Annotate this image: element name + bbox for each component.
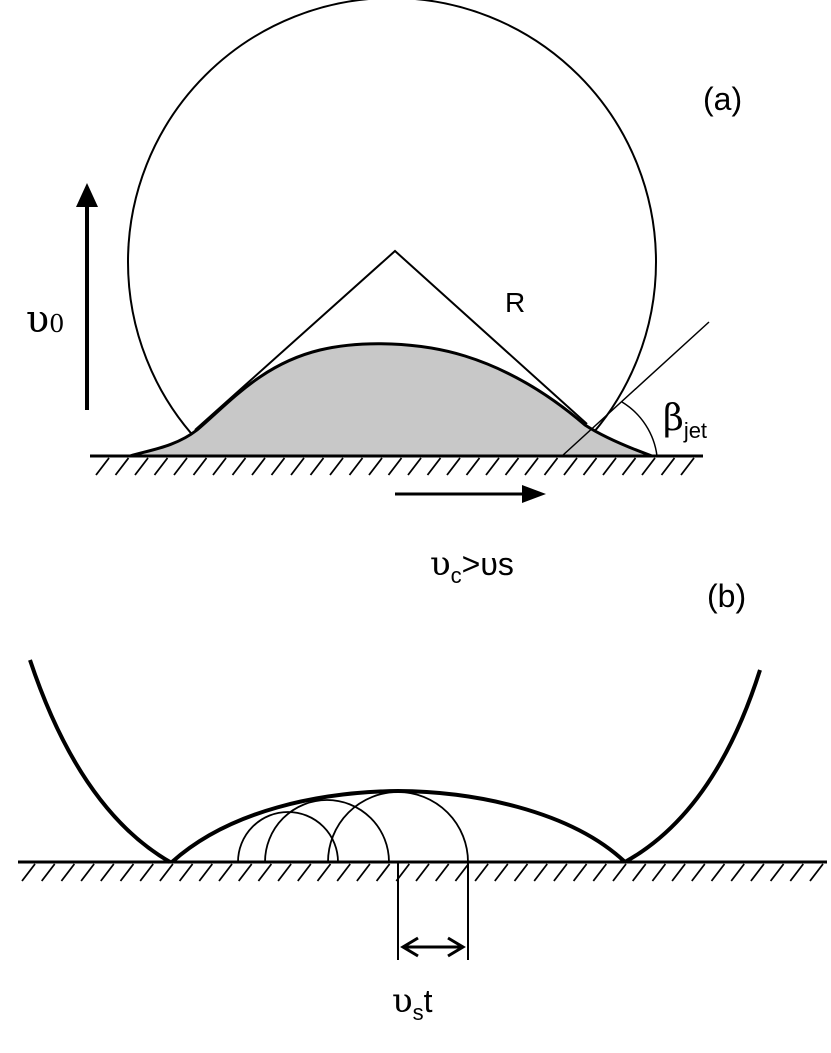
right-wall-curve [624,669,762,864]
substrate-hatch-mark [446,457,461,476]
substrate-hatch-mark [592,863,608,882]
substrate-hatch-mark [524,457,539,476]
substrate-hatch-mark [159,863,174,882]
substrate-hatch-mark [178,863,194,882]
vst-arrowhead-left-icon [400,936,419,958]
substrate-hatch-mark [602,457,617,476]
substrate-hatch-mark [114,457,130,476]
substrate-hatch-mark [415,863,430,882]
panel-b: (b) υst [18,578,827,1025]
substrate-hatch-mark [257,863,273,882]
substrate-hatch-mark [212,457,227,476]
substrate-hatch-mark [251,457,266,476]
panel-a: (a) υ0 R βjet υc>υs [26,0,742,588]
substrate-hatch-mark [153,457,169,476]
wavelet-1 [237,811,339,863]
substrate-hatch-mark [356,863,371,882]
substrate-hatch-mark [368,457,383,476]
substrate-hatch-mark [660,457,676,476]
substrate-hatch-mark [769,863,785,882]
substrate-hatch-mark [631,863,647,882]
beta-jet-label: βjet [663,398,707,443]
vst-arrowhead-right-icon [447,936,466,958]
substrate-hatch-mark [134,457,149,476]
substrate-hatch-mark [375,863,391,882]
radius-label: R [505,287,525,318]
substrate-hatch-mark [543,457,559,476]
vc-label: υc>υs [430,544,514,588]
substrate-hatch-mark [198,863,214,882]
substrate-hatch-mark [494,863,509,882]
substrate-hatch-mark [641,457,656,476]
substrate-hatch-mark [572,863,588,882]
v0-label: υ0 [26,297,64,341]
substrate-hatch-mark [730,863,745,882]
substrate-hatch-mark [277,863,292,882]
substrate-hatch-mark [789,863,805,882]
substrate-hatch-mark [387,457,403,476]
substrate-hatch-mark [710,863,726,882]
substrate-hatch-mark [329,457,344,476]
substrate-hatch-mark [100,863,115,882]
substrate-hatch-mark [95,457,110,476]
substrate-hatch-mark [533,863,548,882]
substrate-hatch-mark [612,863,627,882]
jet-angle-arc [621,401,658,457]
substrate-hatch-mark [434,863,450,882]
substrate-hatch-mark [553,863,568,882]
panel-b-tag: (b) [707,578,746,614]
jet-lamella [128,342,654,458]
substrate-hatch-mark [348,457,364,476]
substrate-hatch-mark [474,863,489,882]
substrate-hatch-mark [139,863,154,882]
substrate-hatch-mark [750,863,765,882]
substrate-hatch-mark [270,457,286,476]
substrate-hatch-mark [691,863,706,882]
wavelet-3 [327,791,469,863]
substrate-hatch-mark [504,457,520,476]
substrate-hatch-mark [426,457,442,476]
substrate-hatch-mark [231,457,247,476]
substrate-hatch-mark [336,863,351,882]
substrate-hatch-mark [582,457,598,476]
substrate-hatch-mark [316,863,332,882]
substrate-hatch-mark [192,457,208,476]
substrate-hatch-mark [40,863,56,882]
substrate-hatch-mark [290,457,305,476]
lamella-envelope [170,788,627,864]
substrate-hatch-mark [809,863,824,882]
wavelet-2 [264,799,390,863]
substrate-hatch-mark [680,457,695,476]
substrate-hatch-mark [651,863,667,882]
substrate-hatch-mark [563,457,578,476]
left-wall-curve [28,659,172,864]
substrate-hatch-mark [671,863,686,882]
vc-arrowhead-icon [522,485,546,503]
substrate-hatch-mark [119,863,135,882]
substrate-hatch-mark [21,863,36,882]
substrate-hatch-mark [407,457,422,476]
substrate-hatch-b [21,863,824,882]
radius-lines [194,249,588,431]
substrate-hatch-mark [60,863,76,882]
substrate-hatch-mark [309,457,325,476]
substrate-hatch-mark [465,457,481,476]
jet-angle-line [561,321,710,457]
v0-arrowhead-icon [76,183,98,207]
substrate-hatch-mark [80,863,95,882]
substrate-hatch-mark [454,863,470,882]
substrate-hatch-a [95,457,695,476]
vst-label: υst [392,981,433,1025]
substrate-hatch-mark [621,457,637,476]
substrate-hatch-mark [513,863,529,882]
panel-a-tag: (a) [703,81,742,117]
substrate-hatch-mark [173,457,188,476]
substrate-hatch-mark [218,863,233,882]
substrate-hatch-mark [297,863,312,882]
substrate-hatch-mark [237,863,253,882]
substrate-hatch-mark [485,457,500,476]
